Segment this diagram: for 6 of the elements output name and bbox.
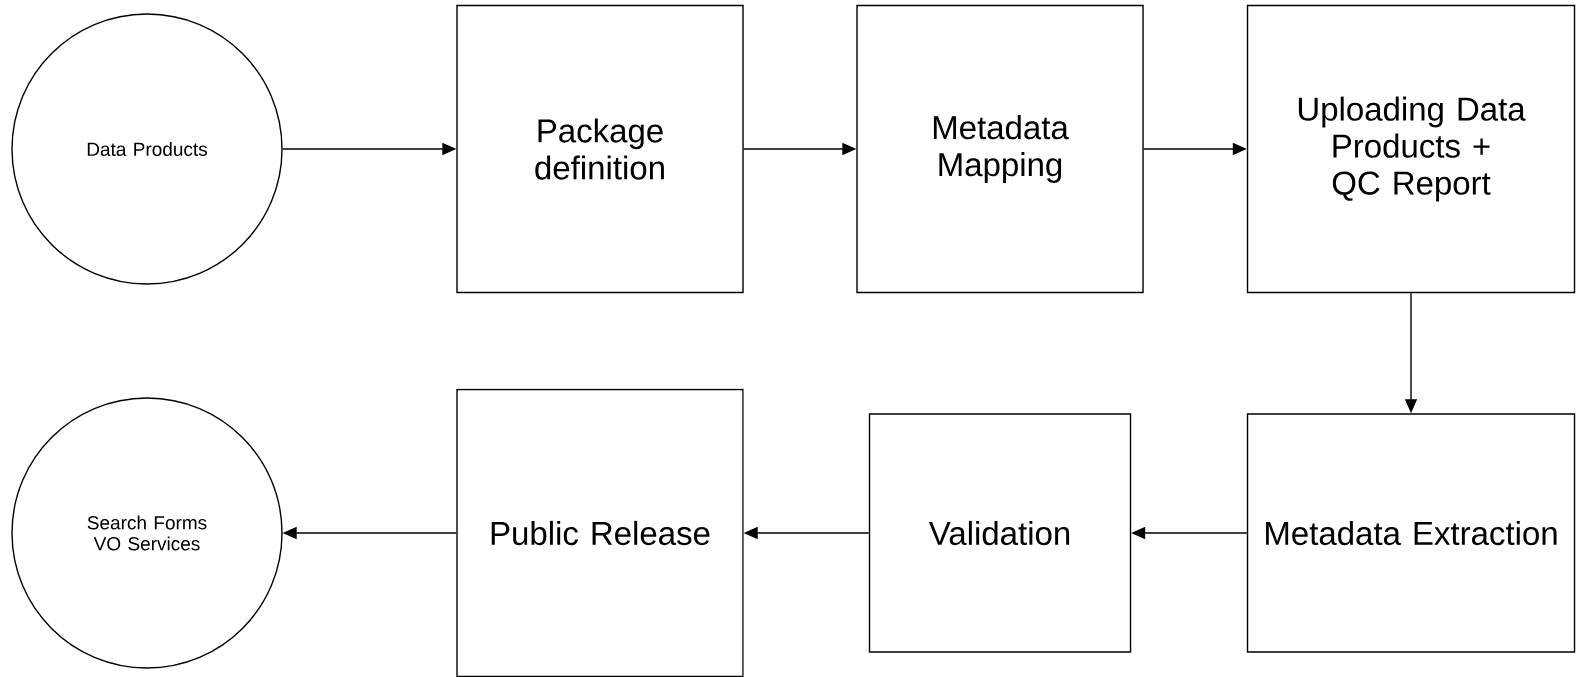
process-box: Metadata Extraction (1246, 413, 1576, 653)
process-box: Package definition (456, 4, 744, 294)
process-box: Validation (868, 413, 1132, 653)
process-box: Metadata Mapping (856, 4, 1144, 294)
process-box: Uploading Data Products + QC Report (1246, 4, 1576, 294)
process-box: Public Release (456, 388, 744, 677)
